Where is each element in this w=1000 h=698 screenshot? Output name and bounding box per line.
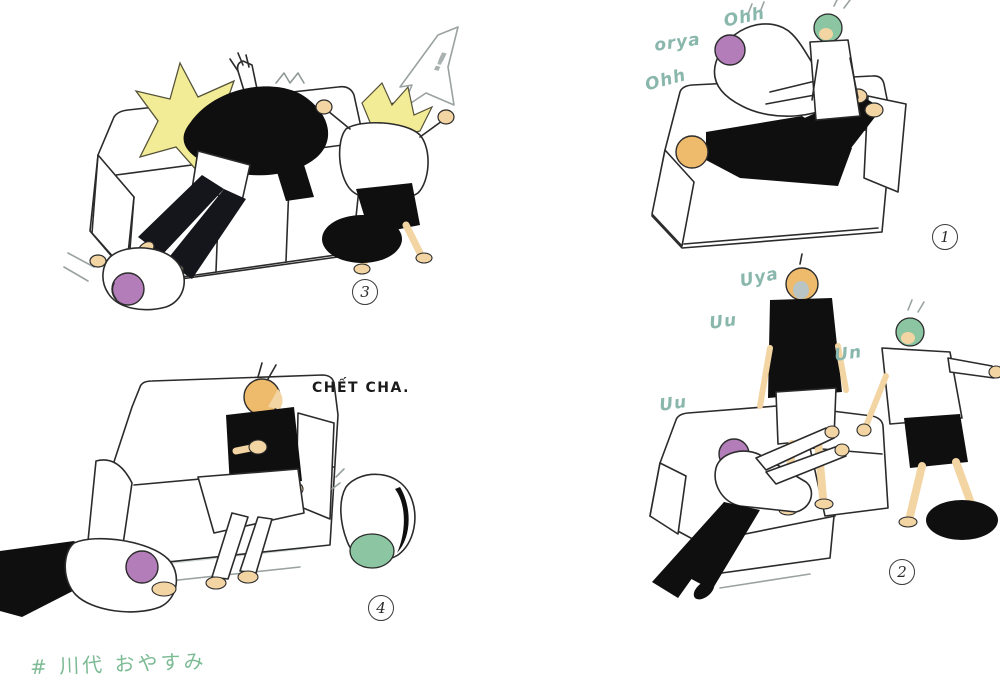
figure-black-hair-sprawled xyxy=(137,52,329,282)
pouf xyxy=(322,215,402,263)
figure-green-hair-leaping xyxy=(856,299,1000,528)
panel-number-1: 1 xyxy=(932,224,958,250)
figure-orange-hair-lying xyxy=(675,88,884,186)
panel-number-2: 2 xyxy=(889,559,915,585)
panel-1-illustration xyxy=(651,0,907,249)
sfx-uu-lower: Uu xyxy=(658,392,689,416)
motion-lines xyxy=(63,252,95,282)
panel-number-1-label: 1 xyxy=(940,228,950,246)
panel-3-illustration xyxy=(63,26,459,311)
caption-handwritten: # 川代 おやすみ xyxy=(29,648,207,680)
sfx-uu-upper: Uu xyxy=(708,310,739,334)
panel-number-4: 4 xyxy=(368,595,394,621)
panel-2-illustration xyxy=(649,253,1000,600)
figure-purple-hair-stretched xyxy=(652,425,850,600)
sfx-un: Un xyxy=(833,342,864,366)
panel-number-3-label: 3 xyxy=(360,283,370,301)
figure-purple-hair-falling xyxy=(89,247,186,311)
figure-purple-hair-floor xyxy=(0,537,178,617)
figure-green-hair-crouching xyxy=(331,468,416,569)
figure-green-hair-standing xyxy=(809,0,861,121)
figure-orange-hair-sitting xyxy=(197,362,305,590)
panel-number-2-label: 2 xyxy=(897,563,907,581)
panel-4-illustration xyxy=(0,362,416,617)
pouf xyxy=(926,500,998,540)
panel-number-4-label: 4 xyxy=(376,599,386,617)
dialogue-chet-cha: CHẾT CHA. xyxy=(312,380,410,396)
panel-number-3: 3 xyxy=(352,279,378,305)
